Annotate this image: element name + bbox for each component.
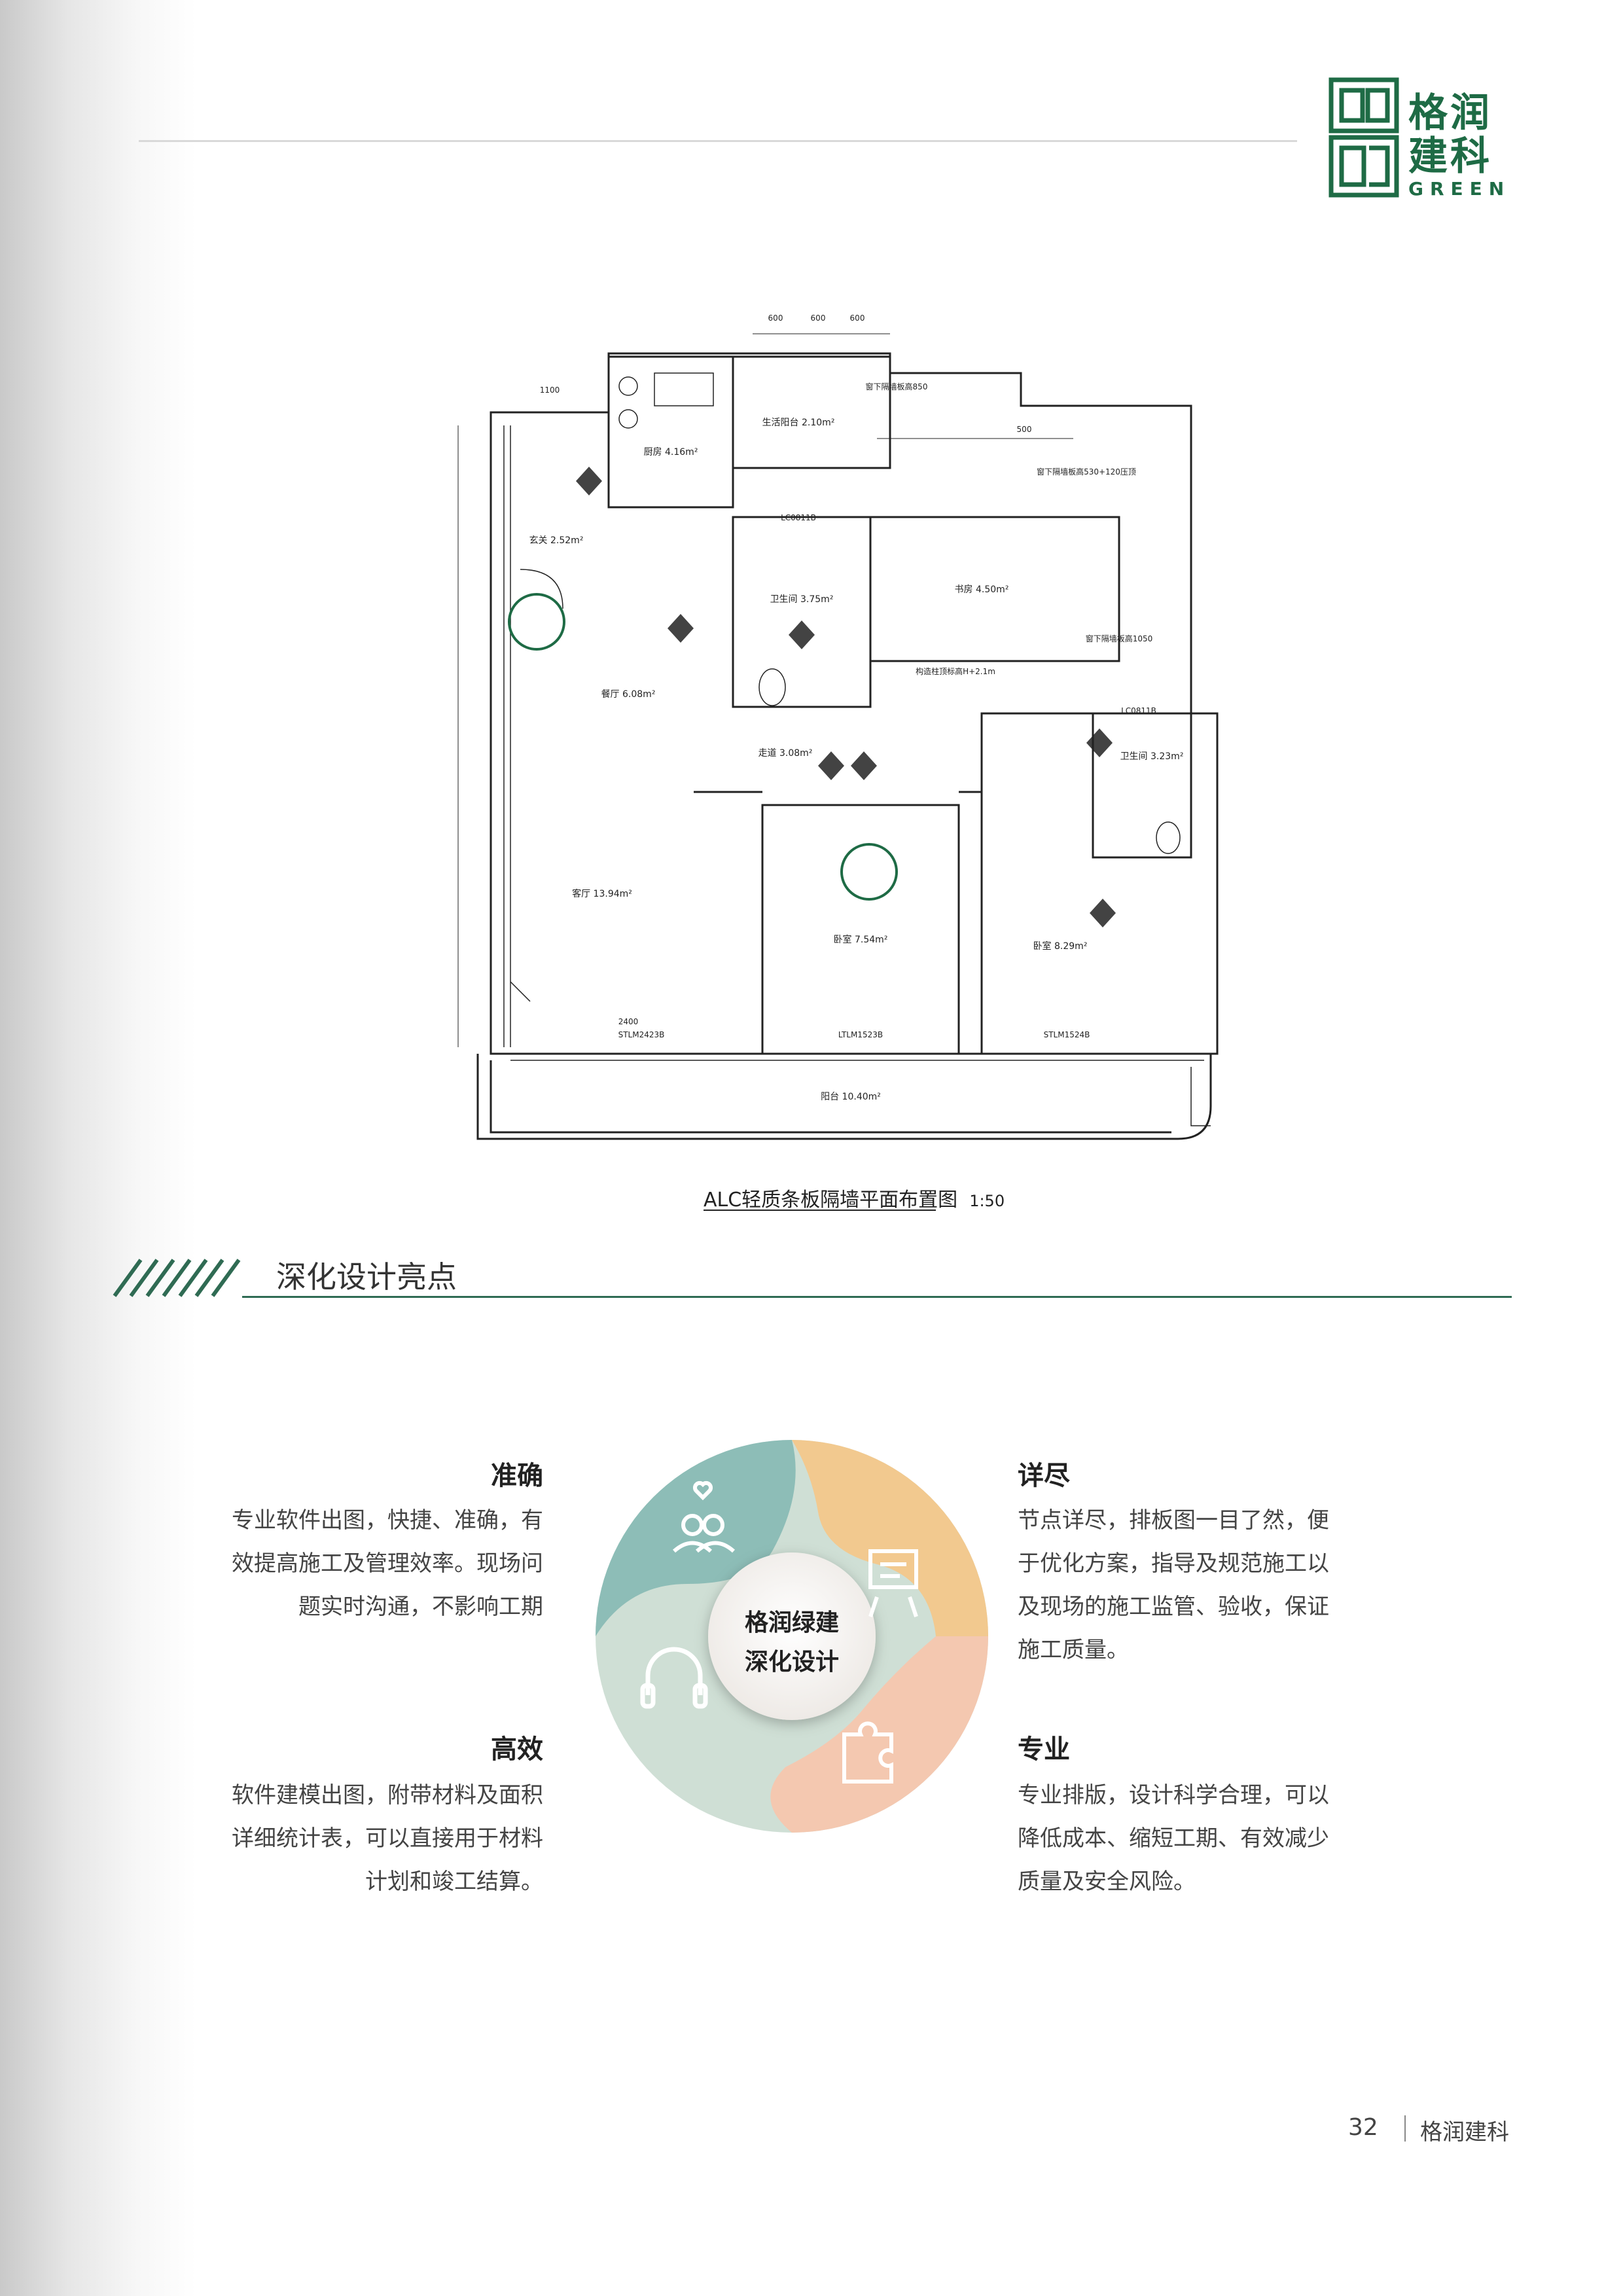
room-bedroom2-label: 卧室 8.29m² [1033,941,1088,952]
section-hatch [113,1259,241,1297]
room-bedroom1-label: 卧室 7.54m² [834,934,888,945]
door-ltlm1523b: LTLM1523B [838,1030,883,1039]
note-sill-1050: 窗下隔墙板高1050 [1086,634,1153,643]
note-column: 构造柱顶标高H+2.1m [916,666,995,676]
feature-title-efficient: 高效 [491,1734,543,1765]
wheel-center-text: 格润绿建 深化设计 [694,1604,890,1682]
feature-title-detailed: 详尽 [1018,1461,1070,1491]
note-sill-530: 窗下隔墙板高530+120压顶 [1037,467,1136,476]
floor-plan-drawing: 厨房 4.16m² 生活阳台 2.10m² 玄关 2.52m² 卫生间 3.75… [457,314,1219,1140]
plan-caption-text: ALC轻质条板隔墙平面布置图 [704,1189,958,1211]
feature-text-efficient: 软件建模出图，附带材料及面积详细统计表，可以直接用于材料计划和竣工结算。 [232,1782,543,1895]
feature-title-professional: 专业 [1018,1734,1070,1765]
dim-600-c: 600 [850,314,865,323]
page-spine-shadow [0,0,196,2296]
dim-2400: 2400 [618,1017,639,1026]
wheel-orange-segment [792,1440,988,1636]
logo-text: 格润 建科 [1408,92,1492,178]
feature-wheel [596,1440,988,1833]
feature-text-detailed: 节点详尽，排板图一目了然，便于优化方案，指导及规范施工以及现场的施工监管、验收，… [1018,1507,1329,1663]
feature-text-professional: 专业排版，设计科学合理，可以降低成本、缩短工期、有效减少质量及安全风险。 [1018,1782,1329,1895]
brand-logo [1329,77,1399,198]
room-hall-label: 走道 3.08m² [758,748,813,759]
marker-t1 [508,593,565,651]
feature-text-accurate: 专业软件出图，快捷、准确，有效提高施工及管理效率。现场问题实时沟通，不影响工期 [232,1507,543,1620]
window-lc0811b-2: LC0811B [1121,706,1156,715]
note-sill-850: 窗下隔墙板高850 [866,382,928,391]
room-dining-label: 餐厅 6.08m² [601,689,656,700]
dim-600-a: 600 [768,314,783,323]
header-rule [139,140,1297,142]
footer-brand: 格润建科 [1420,2119,1509,2145]
caption-underline [704,1210,936,1211]
room-balcony-label: 阳台 10.40m² [821,1092,881,1102]
room-kitchen-label: 厨房 4.16m² [644,447,698,457]
wheel-teal-segment [596,1440,796,1636]
wheel-center-line-1: 格润绿建 [744,1609,839,1636]
logo-subtitle: GREEN [1408,178,1511,200]
window-lc0811b-1: LC0811B [781,513,816,522]
room-balcony-life-label: 生活阳台 2.10m² [762,418,835,428]
puzzle-icon [842,1721,893,1784]
section-title: 深化设计亮点 [276,1259,457,1295]
headphones-icon [640,1647,708,1709]
marker-t6 [840,843,898,901]
floor-plan-caption: ALC轻质条板隔墙平面布置图 1:50 [704,1183,1005,1212]
logo-line-2: 建科 [1408,134,1492,179]
section-rule [242,1296,1512,1298]
dim-600-b: 600 [811,314,826,323]
door-stlm2423b: STLM2423B [618,1030,665,1039]
people-icon [673,1480,735,1553]
door-stlm1524b: STLM1524B [1044,1030,1090,1039]
dim-1100: 1100 [540,386,560,395]
room-bath1-label: 卫生间 3.75m² [770,594,834,605]
room-study-label: 书房 4.50m² [955,584,1009,595]
wheel-center-line-2: 深化设计 [744,1649,839,1676]
feature-title-accurate: 准确 [491,1461,543,1491]
presentation-icon [868,1549,918,1617]
logo-line-1: 格润 [1408,90,1492,136]
footer-separator [1404,2115,1406,2142]
room-bath2-label: 卫生间 3.23m² [1120,751,1184,762]
dim-500: 500 [1017,425,1032,434]
room-entrance-label: 玄关 2.52m² [529,535,584,546]
wheel-center-disc [708,1552,876,1720]
plan-scale: 1:50 [969,1192,1005,1210]
page-number: 32 [1348,2114,1378,2141]
room-living-label: 客厅 13.94m² [572,888,632,899]
